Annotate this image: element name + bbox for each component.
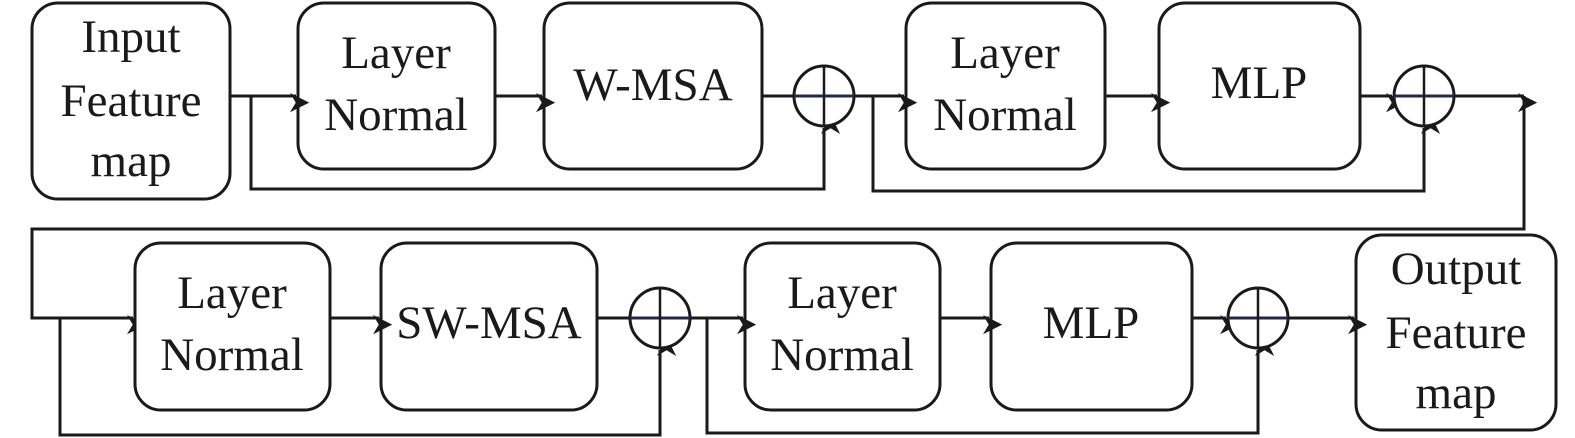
mlp-2-box: MLP bbox=[989, 241, 1194, 412]
skip-connection-2 bbox=[871, 96, 1441, 193]
ln1-label-line2: Normal bbox=[324, 89, 468, 141]
circle-plus-icon bbox=[1226, 286, 1290, 350]
ln4-label-line1: Layer bbox=[787, 267, 897, 319]
circle-plus-icon bbox=[1392, 64, 1456, 128]
w-msa-label: W-MSA bbox=[573, 59, 732, 111]
input-label-line2: Feature bbox=[61, 75, 202, 127]
layer-normal-3-box: Layer Normal bbox=[133, 241, 332, 412]
output-label-line2: Feature bbox=[1386, 307, 1527, 359]
layer-normal-2-box: Layer Normal bbox=[904, 1, 1107, 171]
output-feature-map-box: Output Feature map bbox=[1354, 233, 1558, 432]
ln2-label-line1: Layer bbox=[950, 27, 1060, 79]
mlp-2-label: MLP bbox=[1043, 297, 1140, 349]
input-feature-map-box: Input Feature map bbox=[30, 1, 232, 201]
mlp-1-label: MLP bbox=[1211, 57, 1308, 109]
layer-normal-1-box: Layer Normal bbox=[296, 1, 497, 171]
sw-msa-box: SW-MSA bbox=[379, 241, 599, 412]
output-label-line1: Output bbox=[1391, 243, 1522, 295]
input-label-line1: Input bbox=[81, 11, 180, 63]
ln1-label-line1: Layer bbox=[341, 27, 451, 79]
circle-plus-icon bbox=[792, 64, 856, 128]
sw-msa-label: SW-MSA bbox=[396, 297, 581, 349]
ln3-label-line1: Layer bbox=[177, 267, 287, 319]
input-label-line3: map bbox=[91, 135, 172, 187]
ln2-label-line2: Normal bbox=[933, 89, 1077, 141]
skip-connection-3 bbox=[58, 318, 677, 437]
w-msa-box: W-MSA bbox=[542, 1, 764, 171]
layer-normal-4-box: Layer Normal bbox=[743, 241, 942, 412]
wrap-connection bbox=[30, 96, 1526, 335]
ln3-label-line2: Normal bbox=[160, 329, 304, 381]
skip-connection-1 bbox=[249, 96, 841, 191]
mlp-1-box: MLP bbox=[1157, 1, 1362, 171]
output-label-line3: map bbox=[1416, 367, 1497, 419]
circle-plus-icon bbox=[628, 286, 692, 350]
skip-connection-4 bbox=[705, 318, 1275, 435]
ln4-label-line2: Normal bbox=[770, 329, 914, 381]
